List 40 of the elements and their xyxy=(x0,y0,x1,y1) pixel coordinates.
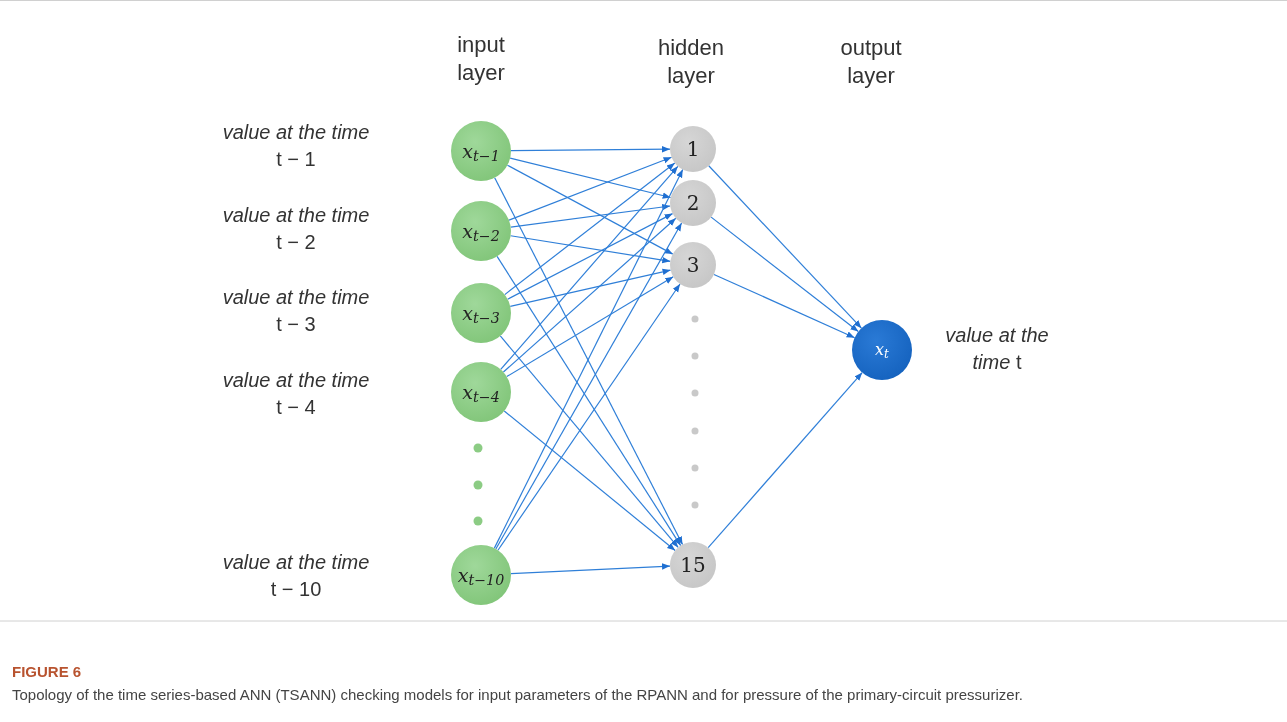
figure-title: FIGURE 6 xyxy=(12,662,82,682)
input-neuron: x$_{t−1}$ xyxy=(451,121,511,181)
hidden-neuron: 2 xyxy=(670,180,716,226)
arrow xyxy=(503,410,676,552)
time-step-label: value at the time t − 2 xyxy=(221,203,371,255)
arrow xyxy=(708,165,863,329)
time-step-label: value at the time t − 4 xyxy=(221,368,371,420)
arrow xyxy=(510,203,671,228)
arrow xyxy=(506,276,674,378)
arrow xyxy=(509,268,672,307)
arrow xyxy=(502,217,677,373)
arrow xyxy=(510,146,671,153)
input-neuron: x$_{t−10}$ xyxy=(451,545,511,605)
arrow xyxy=(510,235,671,264)
arrow xyxy=(499,335,679,548)
arrow xyxy=(713,273,856,339)
arrow xyxy=(504,162,676,296)
arrow xyxy=(500,165,679,370)
layer-heading: output layer xyxy=(839,34,903,90)
arrow xyxy=(508,156,673,221)
time-step-label: value at the time t − 10 xyxy=(221,550,371,602)
layer-heading: hidden layer xyxy=(656,34,726,90)
input-neuron: x$_{t−2}$ xyxy=(451,201,511,261)
output-neuron: x$_{t}$ xyxy=(852,320,912,380)
arrow xyxy=(507,213,674,300)
hidden-neuron: 1 xyxy=(670,126,716,172)
time-step-label: value at the time t − 1 xyxy=(221,120,371,172)
arrow xyxy=(509,157,672,199)
arrow xyxy=(506,164,674,255)
figure-caption: Topology of the time series-based ANN (TSANN) checking models for input parameters of the RPANN and for pressure of the primary-circuit pressurizer. xyxy=(12,685,1024,705)
arrow xyxy=(710,216,859,333)
layer-heading: input layer xyxy=(456,31,506,87)
hidden-neuron: 15 xyxy=(670,542,716,588)
node-caption: value at the time t xyxy=(944,323,1050,375)
hidden-neuron: 3 xyxy=(670,242,716,288)
time-step-label: value at the time t − 3 xyxy=(221,285,371,337)
input-neuron: x$_{t−3}$ xyxy=(451,283,511,343)
arrow xyxy=(707,371,863,549)
arrow xyxy=(510,563,671,575)
input-neuron: x$_{t−4}$ xyxy=(451,362,511,422)
